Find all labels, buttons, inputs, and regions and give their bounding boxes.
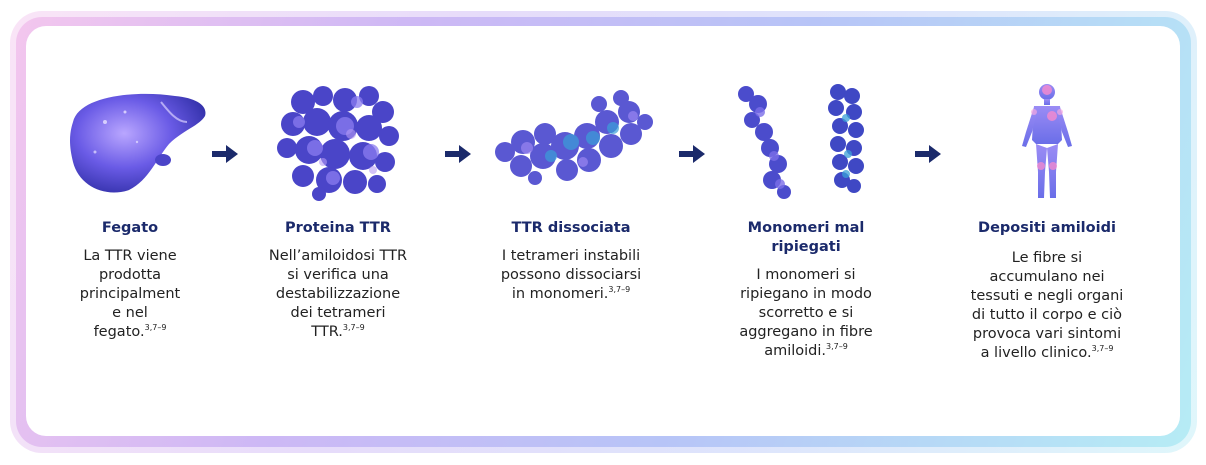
step-description: I tetrameri instabili possono dissociars… [481, 247, 661, 304]
step-description: Le fibre si accumulano nei tessuti e neg… [952, 249, 1142, 363]
step-title: TTR dissociata [511, 220, 631, 236]
reference-superscript: 3,7–9 [608, 285, 631, 295]
arrow-right-icon [445, 145, 471, 163]
arrow-right-icon [915, 145, 941, 163]
arrow-right-icon [679, 145, 705, 163]
reference-superscript: 3,7–9 [144, 323, 167, 333]
description-text: La TTR viene prodotta principalment e ne… [79, 248, 181, 340]
step-title: Depositi amiloidi [978, 220, 1116, 236]
ttr-protein-icon [277, 86, 399, 201]
description-text: Nell’amiloidosi TTR si verifica una dest… [268, 248, 408, 340]
step-title: Monomeri mal ripiegati [747, 220, 865, 255]
reference-superscript: 3,7–9 [826, 342, 848, 352]
description-text: I tetrameri instabili possono dissociars… [500, 248, 642, 302]
arrow-right-icon [212, 145, 238, 163]
misfolded-monomers-icon [738, 84, 864, 199]
liver-icon [70, 93, 206, 193]
step-description: La TTR viene prodotta principalment e ne… [40, 247, 220, 342]
process-card: Fegato La TTR viene prodotta principalme… [26, 26, 1180, 436]
description-text: I monomeri si ripiegano in modo scorrett… [739, 267, 873, 359]
step-title: Fegato [101, 220, 159, 236]
step-title: Proteina TTR [285, 220, 391, 236]
reference-superscript: 3,7–9 [342, 323, 365, 333]
step-description: I monomeri si ripiegano in modo scorrett… [716, 266, 896, 361]
description-text: Le fibre si accumulano nei tessuti e neg… [970, 250, 1124, 361]
step-description: Nell’amiloidosi TTR si verifica una dest… [248, 247, 428, 342]
reference-superscript: 3,7–9 [1091, 344, 1114, 354]
human-body-icon [1022, 84, 1072, 198]
dissociated-ttr-icon [495, 90, 653, 185]
